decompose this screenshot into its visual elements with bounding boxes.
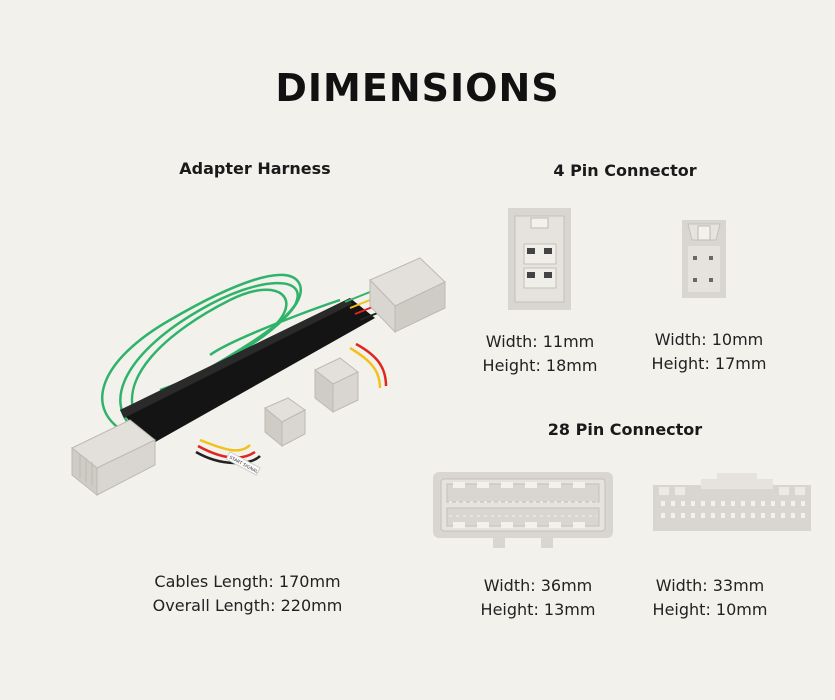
green-wire-loops xyxy=(101,273,341,437)
overall-length: Overall Length: 220mm xyxy=(152,596,343,615)
adapter-harness-heading: Adapter Harness xyxy=(179,159,331,178)
28-pin-b-width: Width: 33mm xyxy=(655,576,765,595)
4-pin-connector-front-icon xyxy=(508,208,571,310)
4-pin-connector-heading: 4 Pin Connector xyxy=(553,161,697,180)
28-pin-b-dimensions: Width: 33mm Height: 10mm xyxy=(646,574,774,622)
4-pin-a-width: Width: 11mm xyxy=(485,332,595,351)
4-pin-b-dimensions: Width: 10mm Height: 17mm xyxy=(648,328,770,376)
28-pin-a-dimensions: Width: 36mm Height: 13mm xyxy=(474,574,602,622)
cables-length: Cables Length: 170mm xyxy=(154,572,341,591)
adapter-harness-illustration: START SIGNAL xyxy=(71,257,446,497)
4-pin-connector-back-icon xyxy=(682,220,726,298)
page-title: DIMENSIONS xyxy=(275,66,560,110)
28-pin-a-height: Height: 13mm xyxy=(480,600,596,619)
4-pin-b-height: Height: 17mm xyxy=(651,354,767,373)
4-pin-a-dimensions: Width: 11mm Height: 18mm xyxy=(480,330,600,378)
right-28-pin-plug xyxy=(369,257,446,334)
28-pin-connector-heading: 28 Pin Connector xyxy=(547,420,703,439)
4-pin-b-width: Width: 10mm xyxy=(654,330,764,349)
4-pin-plug-b xyxy=(264,397,306,448)
4-pin-a-height: Height: 18mm xyxy=(482,356,598,375)
left-28-pin-plug xyxy=(71,419,156,497)
28-pin-a-width: Width: 36mm xyxy=(483,576,593,595)
28-pin-connector-front-icon xyxy=(433,472,613,548)
28-pin-b-height: Height: 10mm xyxy=(652,600,768,619)
28-pin-connector-back-icon xyxy=(653,473,811,531)
4-pin-plug-a xyxy=(314,357,359,414)
harness-dimensions: Cables Length: 170mm Overall Length: 220… xyxy=(130,570,365,618)
harness-sleeve xyxy=(120,298,375,445)
